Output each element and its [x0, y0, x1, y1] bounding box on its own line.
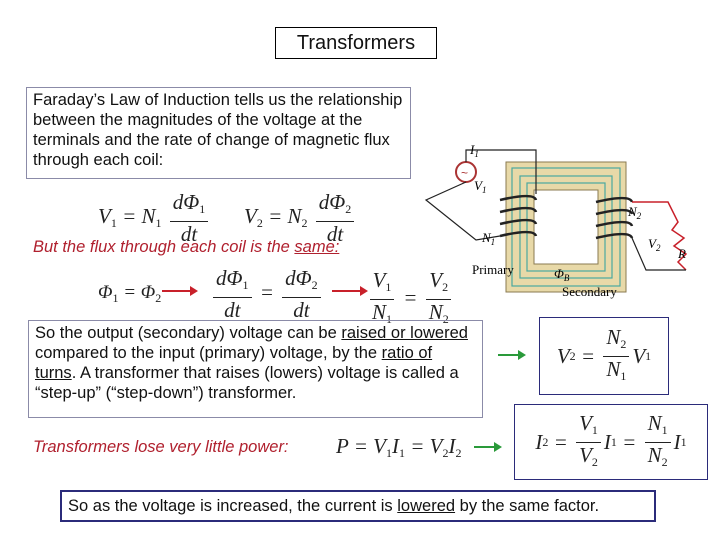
svg-text:N2: N2 [627, 204, 642, 221]
power-line: Transformers lose very little power: [33, 438, 289, 456]
svg-text:V1: V1 [474, 178, 486, 195]
arrow-4 [474, 442, 502, 452]
svg-text:V2: V2 [648, 236, 661, 253]
svg-text:ΦB: ΦB [554, 266, 570, 283]
arrow-1 [162, 286, 198, 296]
output-textbox: So the output (secondary) voltage can be… [28, 320, 483, 418]
svg-text:I1: I1 [469, 142, 479, 159]
svg-text:Primary: Primary [472, 262, 514, 277]
svg-text:Secondary: Secondary [562, 284, 617, 299]
arrow-2 [332, 286, 368, 296]
intro-textbox: Faraday’s Law of Induction tells us the … [26, 87, 411, 179]
final-textbox: So as the voltage is increased, the curr… [60, 490, 656, 522]
flux-same-line: But the flux through each coil is the sa… [33, 238, 340, 256]
page-title: Transformers [275, 27, 437, 59]
arrow-3 [498, 350, 526, 360]
svg-text:N1: N1 [481, 230, 495, 247]
svg-text:~: ~ [461, 166, 468, 180]
power-eq: P = V1I1 = V2I2 [336, 434, 462, 460]
svg-text:R: R [677, 246, 686, 261]
transformer-diagram: ~ I1 V1 N1 N2 V2 R ΦB Primary Secondary [424, 142, 688, 299]
flux-equal-eq: Φ1 = Φ2 [98, 282, 162, 305]
